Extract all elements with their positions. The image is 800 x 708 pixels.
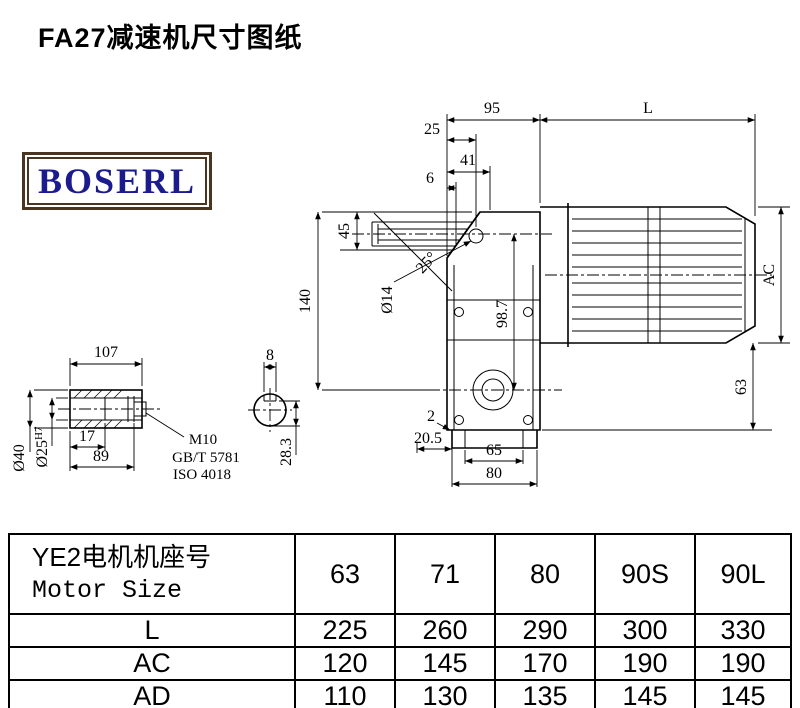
dim-8-label: 8	[266, 347, 274, 364]
table-header-title: YE2电机机座号 Motor Size	[8, 533, 296, 615]
dimension-drawing: 95 L 25 41 6 45 140 Ø14 25° 98.7	[11, 100, 790, 487]
note-gbt5781: GB/T 5781	[172, 450, 240, 466]
col-header-90l: 90L	[694, 533, 792, 615]
cell-AD-80: 135	[494, 679, 596, 708]
dim-20_5-label: 20.5	[414, 430, 442, 447]
dim-45-label: 45	[336, 223, 353, 239]
cell-AC-80: 170	[494, 646, 596, 681]
cell-L-90s: 300	[594, 613, 696, 648]
dim-28_3-label: 28.3	[278, 438, 295, 466]
note-m10: M10	[189, 432, 217, 448]
cell-AD-90s: 145	[594, 679, 696, 708]
dim-AC-label: AC	[761, 264, 778, 286]
dim-2-label: 2	[427, 408, 435, 425]
col-header-80: 80	[494, 533, 596, 615]
dim-107-label: 107	[94, 344, 118, 361]
table-row-AD: AD 110 130 135 145 145	[8, 679, 792, 708]
dim-63-label: 63	[733, 379, 750, 395]
cell-AC-90s: 190	[594, 646, 696, 681]
dim-89-label: 89	[93, 448, 109, 465]
cell-AD-63: 110	[294, 679, 396, 708]
cell-L-90l: 330	[694, 613, 792, 648]
cell-L-63: 225	[294, 613, 396, 648]
dim-6-label: 6	[426, 170, 434, 187]
header-english: Motor Size	[32, 576, 183, 606]
table-row-L: L 225 260 290 300 330	[8, 613, 792, 648]
dim-dia40-label: Ø40	[11, 444, 28, 472]
note-iso4018: ISO 4018	[173, 467, 231, 483]
dim-41-label: 41	[460, 152, 476, 169]
dim-98_7-label: 98.7	[494, 300, 511, 328]
dimensions: 95 L 25 41 6 45 140 Ø14 25° 98.7	[297, 100, 784, 487]
shaft-side-view: 107 17 89 Ø40 Ø25H7 M10 GB/T 5781 ISO 40…	[11, 344, 240, 483]
motor-size-table: YE2电机机座号 Motor Size 63 71 80 90S 90L L 2…	[8, 533, 792, 708]
col-header-63: 63	[294, 533, 396, 615]
cell-AC-71: 145	[394, 646, 496, 681]
cell-AC-63: 120	[294, 646, 396, 681]
cell-AD-71: 130	[394, 679, 496, 708]
row-label-AC: AC	[8, 646, 296, 681]
boserl-logo-frame: BOSERL	[27, 157, 207, 205]
cell-L-80: 290	[494, 613, 596, 648]
col-header-71: 71	[394, 533, 496, 615]
motor	[540, 203, 756, 347]
dim-17-label: 17	[79, 428, 95, 445]
row-label-L: L	[8, 613, 296, 648]
dim-dia14-label: Ø14	[379, 286, 396, 314]
header-chinese: YE2电机机座号	[32, 542, 212, 573]
col-header-90s: 90S	[594, 533, 696, 615]
boserl-logo: BOSERL	[22, 152, 212, 210]
dim-95-label: 95	[484, 100, 500, 117]
table-header-row: YE2电机机座号 Motor Size 63 71 80 90S 90L	[8, 533, 792, 615]
dim-140-label: 140	[297, 289, 314, 313]
dim-65-label: 65	[486, 442, 502, 459]
cell-AD-90l: 145	[694, 679, 792, 708]
dim-dia25h7-label: Ø25H7	[33, 426, 51, 468]
dim-80-label: 80	[486, 465, 502, 482]
cell-L-71: 260	[394, 613, 496, 648]
cell-AC-90l: 190	[694, 646, 792, 681]
dim-25-label: 25	[424, 121, 440, 138]
row-label-AD: AD	[8, 679, 296, 708]
dim-L-label: L	[643, 100, 653, 117]
gearbox-housing	[373, 211, 541, 449]
main-view: 95 L 25 41 6 45 140 Ø14 25° 98.7	[297, 100, 790, 487]
logo-text: BOSERL	[37, 161, 197, 201]
shaft-section-view: 8 28.3	[248, 347, 300, 466]
table-row-AC: AC 120 145 170 190 190	[8, 646, 792, 681]
dim-25deg-label: 25°	[413, 249, 441, 277]
page-title: FA27减速机尺寸图纸	[38, 23, 303, 53]
